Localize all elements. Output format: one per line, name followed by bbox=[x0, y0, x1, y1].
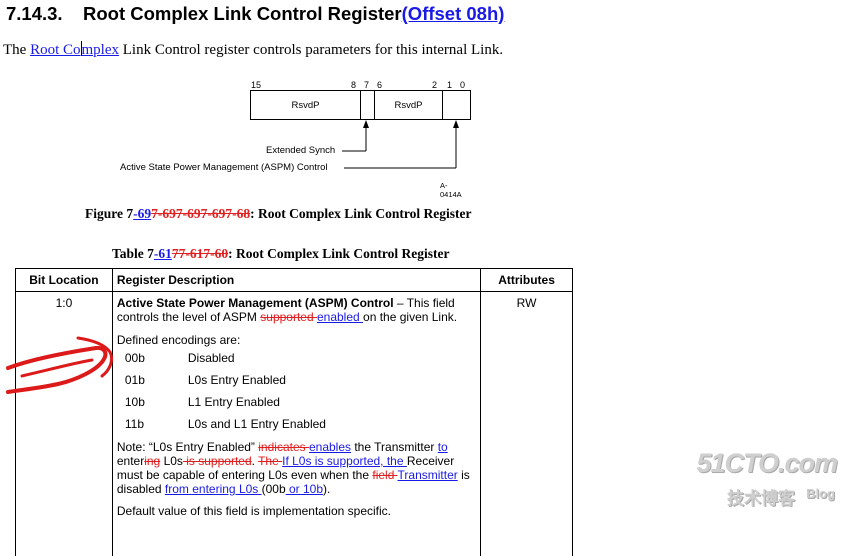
table-header-row: Bit Location Register Description Attrib… bbox=[16, 269, 573, 292]
header-attributes: Attributes bbox=[481, 269, 573, 292]
register-table: Bit Location Register Description Attrib… bbox=[15, 268, 573, 556]
header-bit-location: Bit Location bbox=[16, 269, 113, 292]
encoding-code: 11b bbox=[117, 413, 188, 435]
label-extended-synch: Extended Synch bbox=[266, 145, 335, 156]
attribute-cell: RW bbox=[481, 292, 573, 556]
desc-inserted: enabled bbox=[317, 310, 363, 324]
encoding-meaning: L0s and L1 Entry Enabled bbox=[188, 417, 326, 431]
note-inserted: If L0s is supported, the bbox=[282, 454, 407, 468]
encoding-meaning: Disabled bbox=[188, 351, 235, 365]
site-watermark: 51CTO.com bbox=[696, 448, 837, 479]
note-deleted: ing bbox=[144, 454, 160, 468]
field-name: Active State Power Management (ASPM) Con… bbox=[117, 296, 394, 310]
note-text: the Transmitter bbox=[351, 440, 438, 454]
figure-caption-title: : Root Complex Link Control Register bbox=[250, 206, 471, 221]
figure-caption-inserted: -69 bbox=[133, 206, 151, 221]
note-paragraph: Note: “L0s Entry Enabled” indicates enab… bbox=[117, 440, 476, 496]
table-caption-deleted: 77-617-60 bbox=[172, 246, 228, 261]
figure-caption: Figure 7-697-697-697-697-68: Root Comple… bbox=[85, 206, 471, 222]
figure-caption-deleted: 7-697-697-697-68 bbox=[151, 206, 250, 221]
note-inserted: to bbox=[438, 440, 448, 454]
defined-encodings-label: Defined encodings are: bbox=[117, 333, 476, 347]
note-text: ). bbox=[323, 482, 330, 496]
table-caption-inserted: -61 bbox=[154, 246, 172, 261]
watermark-blog: Blog bbox=[806, 486, 835, 501]
watermark-chinese: 技术博客 bbox=[727, 484, 795, 509]
note-deleted: is supported bbox=[183, 454, 252, 468]
label-aspm-control: Active State Power Management (ASPM) Con… bbox=[120, 162, 328, 173]
note-inserted: Transmitter bbox=[398, 468, 458, 482]
note-text: Note: “L0s Entry Enabled” bbox=[117, 440, 258, 454]
description-paragraph: Active State Power Management (ASPM) Con… bbox=[117, 296, 476, 324]
desc-text-2: on the given Link. bbox=[363, 310, 457, 324]
figure-id: A-0414A bbox=[440, 181, 462, 199]
encoding-meaning: L1 Entry Enabled bbox=[188, 395, 280, 409]
note-inserted: enables bbox=[309, 440, 351, 454]
table-caption: Table 7-6177-617-60: Root Complex Link C… bbox=[112, 246, 450, 262]
note-deleted: field bbox=[372, 468, 397, 482]
encoding-meaning: L0s Entry Enabled bbox=[188, 373, 286, 387]
note-inserted: or 10b bbox=[286, 482, 323, 496]
note-inserted: from entering L0s bbox=[165, 482, 262, 496]
note-deleted: The bbox=[258, 454, 282, 468]
red-annotation-scribble bbox=[0, 330, 130, 405]
header-register-description: Register Description bbox=[112, 269, 480, 292]
desc-deleted: supported bbox=[260, 310, 317, 324]
figure-caption-prefix: Figure 7 bbox=[85, 206, 133, 221]
note-deleted: indicates bbox=[258, 440, 309, 454]
description-cell: Active State Power Management (ASPM) Con… bbox=[112, 292, 480, 556]
note-text: enter bbox=[117, 454, 144, 468]
table-caption-title: : Root Complex Link Control Register bbox=[228, 246, 449, 261]
note-text: (00b bbox=[262, 482, 286, 496]
table-caption-prefix: Table 7 bbox=[112, 246, 154, 261]
note-text: L0s bbox=[160, 454, 183, 468]
default-value-text: Default value of this field is implement… bbox=[117, 504, 476, 518]
